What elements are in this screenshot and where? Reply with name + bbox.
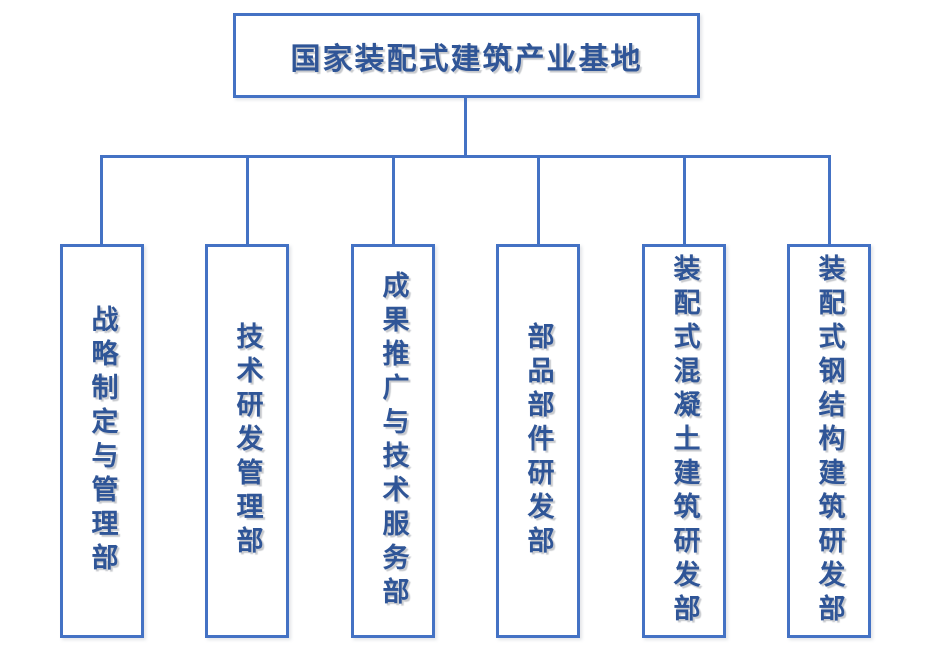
connector-drop-3 [392, 157, 395, 244]
connector-drop-1 [100, 157, 103, 244]
connector-root-drop [464, 98, 467, 158]
dept-node-label: 部品部件研发部 [523, 322, 554, 560]
dept-node-promotion-services: 成果推广与技术服务部 [351, 244, 435, 638]
dept-node-tech-rd-management: 技术研发管理部 [205, 244, 289, 638]
dept-node-label: 装配式钢结构建筑研发部 [814, 254, 845, 628]
dept-node-precast-concrete: 装配式混凝土建筑研发部 [642, 244, 726, 638]
dept-node-label: 战略制定与管理部 [87, 305, 118, 577]
connector-drop-2 [246, 157, 249, 244]
dept-node-label: 技术研发管理部 [232, 322, 263, 560]
root-node-label: 国家装配式建筑产业基地 [290, 42, 643, 76]
dept-node-parts-components: 部品部件研发部 [496, 244, 580, 638]
dept-node-strategy: 战略制定与管理部 [60, 244, 144, 638]
dept-node-label: 装配式混凝土建筑研发部 [669, 254, 700, 628]
root-node: 国家装配式建筑产业基地 [233, 13, 700, 98]
connector-drop-6 [828, 157, 831, 244]
connector-drop-4 [537, 157, 540, 244]
connector-drop-5 [683, 157, 686, 244]
dept-node-steel-structure: 装配式钢结构建筑研发部 [787, 244, 871, 638]
connector-horizontal-rail [100, 155, 831, 158]
dept-node-label: 成果推广与技术服务部 [378, 271, 409, 611]
